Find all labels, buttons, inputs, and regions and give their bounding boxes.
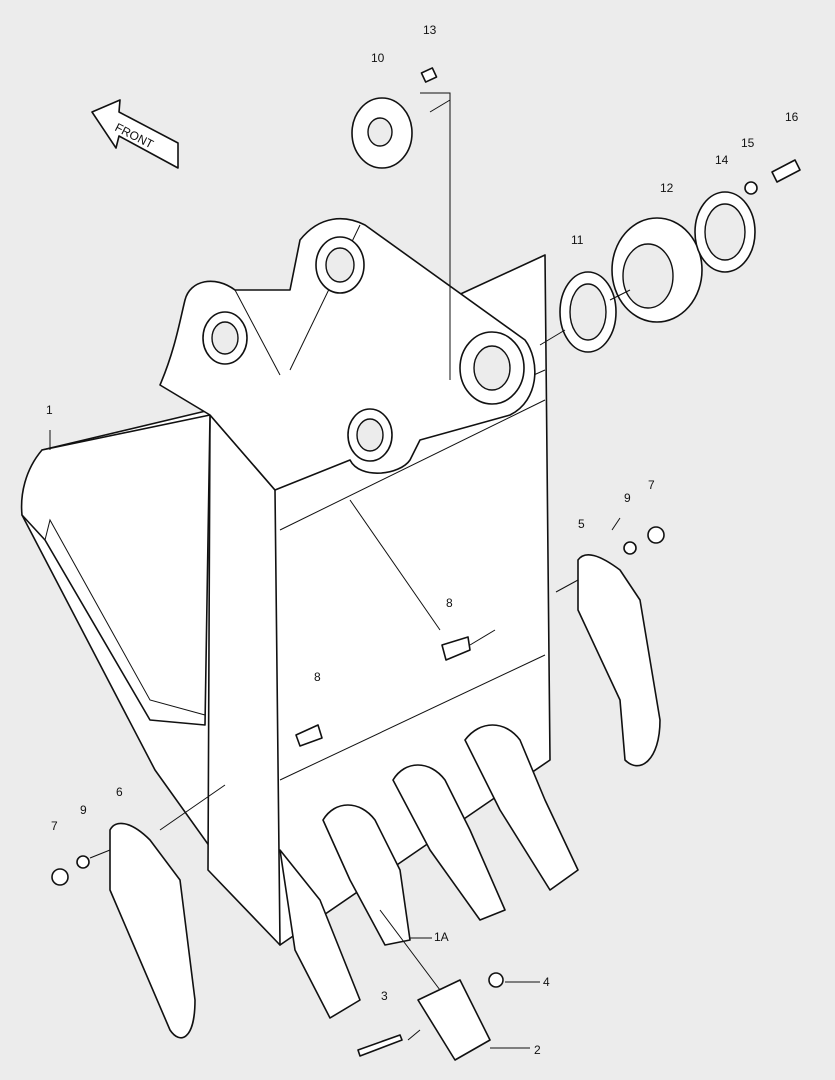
part-4 (488, 972, 504, 988)
callout-15: 15 (741, 136, 755, 150)
side-cutters (51, 526, 665, 1039)
callout-8: 8 (446, 596, 453, 610)
bolts-and-teeth (49, 430, 621, 1061)
part-3 (357, 1034, 403, 1057)
callout-1a: 1A (434, 930, 449, 944)
part-2 (417, 979, 491, 1061)
callout-1: 1 (46, 403, 53, 417)
callout-14: 14 (715, 153, 729, 167)
callout-7: 7 (648, 478, 655, 492)
callout-13: 13 (423, 23, 437, 37)
part-13 (420, 67, 438, 83)
callout-7: 7 (51, 819, 58, 833)
part-5 (577, 554, 661, 767)
callout-10: 10 (371, 51, 385, 65)
part-15 (744, 181, 758, 195)
callout-9: 9 (80, 803, 87, 817)
part-16 (771, 159, 801, 183)
callouts: 13 10 16 15 14 12 11 1 9 7 5 8 8 6 9 7 1… (46, 23, 799, 1057)
part-6 (109, 822, 196, 1039)
front-arrow-icon: FRONT (91, 99, 179, 169)
callout-11: 11 (571, 233, 584, 247)
callout-3: 3 (381, 989, 388, 1003)
callout-12: 12 (660, 181, 674, 195)
upper-parts (351, 67, 801, 380)
callout-2: 2 (534, 1043, 541, 1057)
callout-9: 9 (624, 491, 631, 505)
callout-8: 8 (314, 670, 321, 684)
callout-16: 16 (785, 110, 799, 124)
callout-4: 4 (543, 975, 550, 989)
callout-6: 6 (116, 785, 123, 799)
pin-bosses (202, 236, 525, 462)
callout-5: 5 (578, 517, 585, 531)
